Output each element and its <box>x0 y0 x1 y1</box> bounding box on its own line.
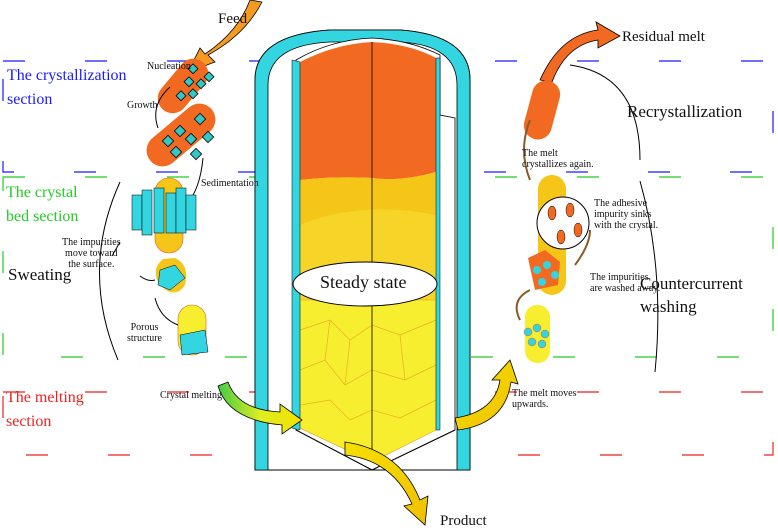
crystal-bed-section-label: The crystal bed section <box>6 181 78 229</box>
crystallization-section-box <box>2 60 774 173</box>
product-arrow <box>344 441 429 526</box>
growth-note: Growth <box>127 100 158 111</box>
label-line: washing <box>640 297 697 316</box>
note-line: with the crystal. <box>594 220 659 231</box>
sweating-label: Sweating <box>8 265 72 284</box>
label-line: Countercurrent <box>640 274 743 293</box>
note-line: are washed away. <box>590 283 661 294</box>
countercurrent-washing-label: Countercurrent washing <box>640 272 743 318</box>
note-line: The melt moves <box>512 388 577 399</box>
residual-melt-label: Residual melt <box>622 29 705 45</box>
steady-state-label: Steady state <box>320 272 407 292</box>
sweating-bracket <box>99 181 121 361</box>
note-line: move toward <box>65 248 118 259</box>
crystallization-illustration <box>146 58 216 206</box>
crystallization-section-label: The crystallization section <box>7 64 127 112</box>
sedimentation-note: Sedimentation <box>201 178 259 189</box>
section-label-line: section <box>7 91 53 108</box>
crystal-bed-section-box <box>2 176 774 358</box>
washing-illustration <box>515 80 591 363</box>
recrystallization-bracket <box>569 64 641 161</box>
steady-state-ellipse <box>292 261 438 307</box>
note-line: the surface. <box>68 259 115 270</box>
crystal-bed-illustration <box>111 177 209 356</box>
recrystallization-label: Recrystallization <box>627 102 743 121</box>
note-line: upwards. <box>512 399 549 410</box>
crystal-melting-note: Crystal melting <box>160 390 222 401</box>
nucleation-note: Nucleation <box>147 61 191 72</box>
melt-upward-arrow <box>454 359 519 431</box>
section-label-line: bed section <box>6 208 79 225</box>
section-label-line: The melting <box>6 389 84 406</box>
vessel <box>254 29 471 471</box>
note-line: Porous <box>130 322 159 333</box>
section-label-line: section <box>6 413 52 430</box>
feed-label: Feed <box>218 11 248 27</box>
section-label-line: The crystallization <box>7 67 127 84</box>
crystal-melting-arrow <box>217 381 303 435</box>
section-label-line: The crystal <box>6 184 78 201</box>
note-line: The melt <box>522 148 558 159</box>
melting-section-label: The melting section <box>6 386 84 434</box>
note-line: The adhesive <box>594 198 648 209</box>
note-line: structure <box>127 333 162 344</box>
note-line: The impurities <box>590 272 649 283</box>
note-line: The impurities <box>62 237 121 248</box>
note-line: crystallizes again. <box>522 159 594 170</box>
residual-melt-arrow <box>539 21 621 83</box>
product-label: Product <box>440 513 487 529</box>
note-line: impurity sinks <box>594 209 652 220</box>
washing-bracket <box>639 180 659 373</box>
